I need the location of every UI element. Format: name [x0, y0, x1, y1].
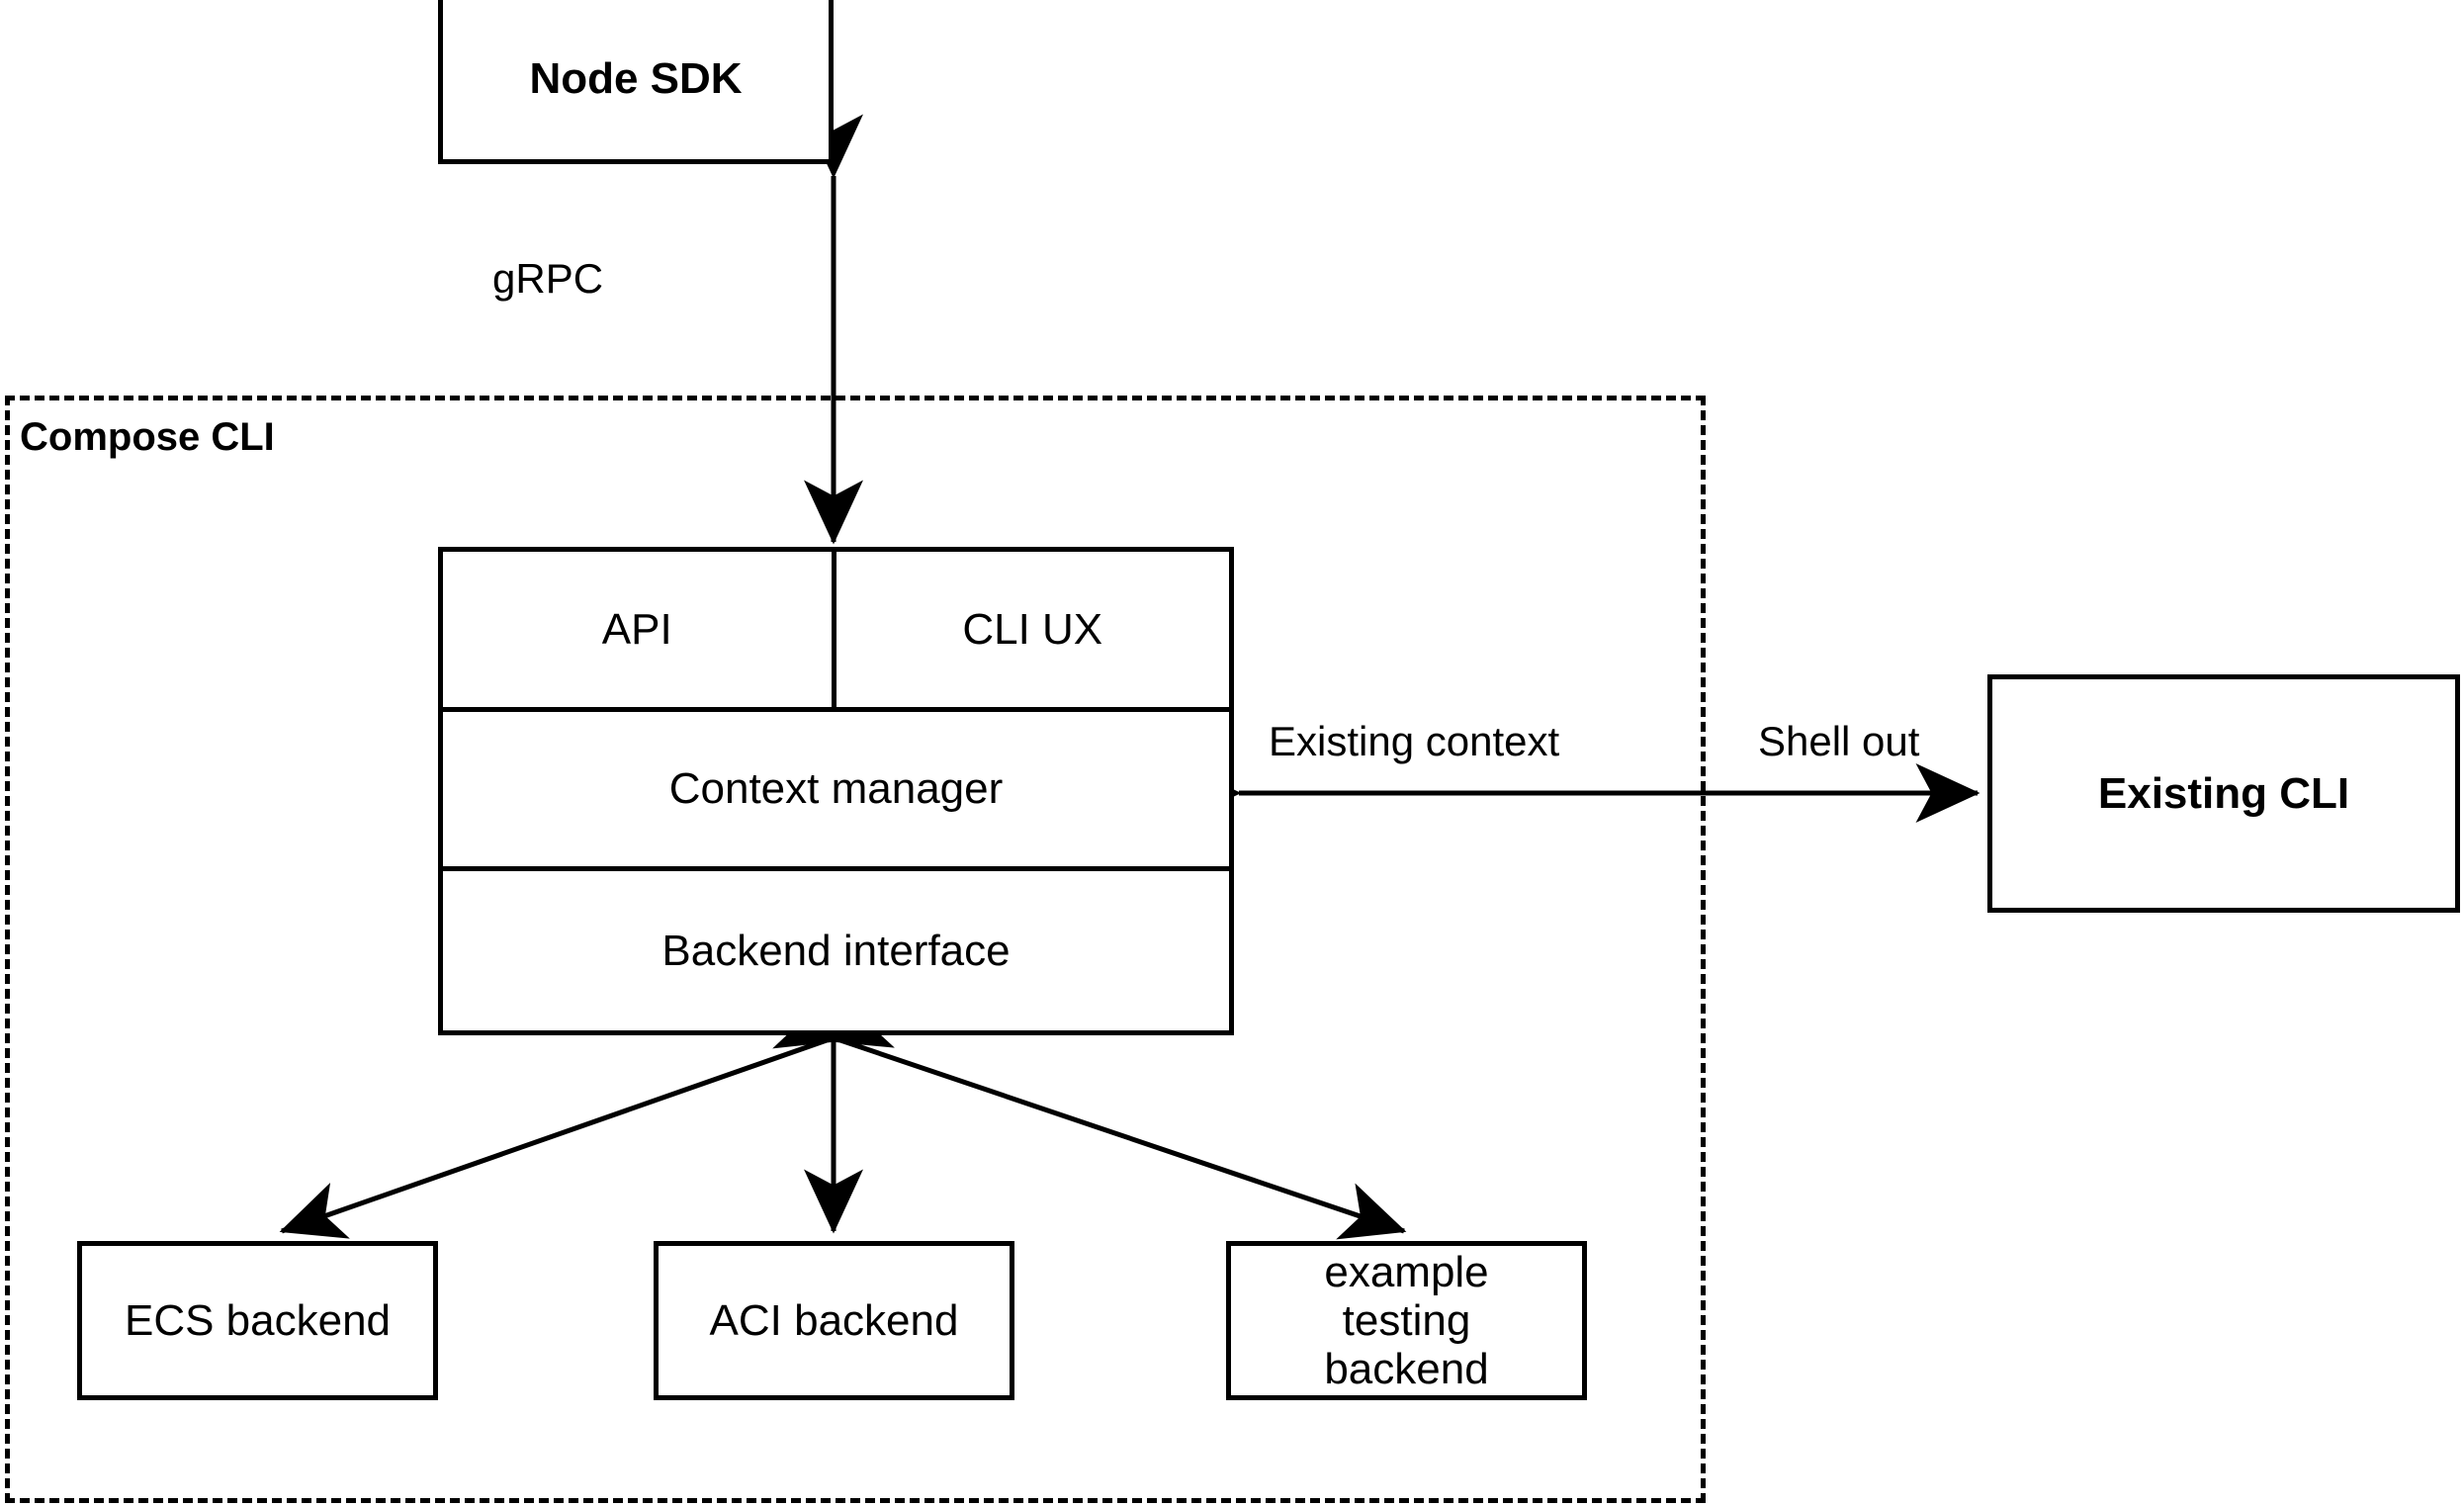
- edge-label-existing-context: Existing context: [1269, 718, 1560, 764]
- stack-row-backend-interface: Backend interface: [443, 871, 1229, 1030]
- node-aci-backend-label: ACI backend: [709, 1295, 959, 1345]
- edge-label-grpc: gRPC: [492, 255, 604, 302]
- stack-cell-backend-interface-label: Backend interface: [661, 926, 1011, 975]
- node-existing-cli-label: Existing CLI: [2097, 768, 2350, 818]
- compose-cli-stack: API CLI UX Context manager Backend inter…: [438, 547, 1234, 1035]
- stack-cell-context-manager-label: Context manager: [668, 764, 1004, 813]
- node-aci-backend[interactable]: ACI backend: [654, 1241, 1014, 1400]
- node-node-sdk-label: Node SDK: [529, 54, 743, 104]
- stack-row-api-cliux: API CLI UX: [443, 552, 1229, 712]
- stack-cell-api[interactable]: API: [443, 552, 836, 707]
- edge-label-shell-out: Shell out: [1758, 718, 1920, 764]
- stack-cell-api-label: API: [601, 604, 672, 654]
- stack-cell-backend-interface[interactable]: Backend interface: [443, 871, 1229, 1030]
- node-example-testing-backend-label: example testing backend: [1324, 1247, 1489, 1394]
- node-node-sdk[interactable]: Node SDK: [438, 0, 834, 164]
- compose-cli-group-label: Compose CLI: [20, 415, 275, 459]
- node-ecs-backend-label: ECS backend: [124, 1295, 392, 1345]
- node-existing-cli[interactable]: Existing CLI: [1987, 674, 2460, 913]
- node-ecs-backend[interactable]: ECS backend: [77, 1241, 438, 1400]
- stack-row-context-manager: Context manager: [443, 712, 1229, 871]
- stack-cell-cli-ux-label: CLI UX: [962, 604, 1103, 654]
- stack-cell-context-manager[interactable]: Context manager: [443, 712, 1229, 866]
- stack-cell-cli-ux[interactable]: CLI UX: [836, 552, 1230, 707]
- node-example-testing-backend[interactable]: example testing backend: [1226, 1241, 1587, 1400]
